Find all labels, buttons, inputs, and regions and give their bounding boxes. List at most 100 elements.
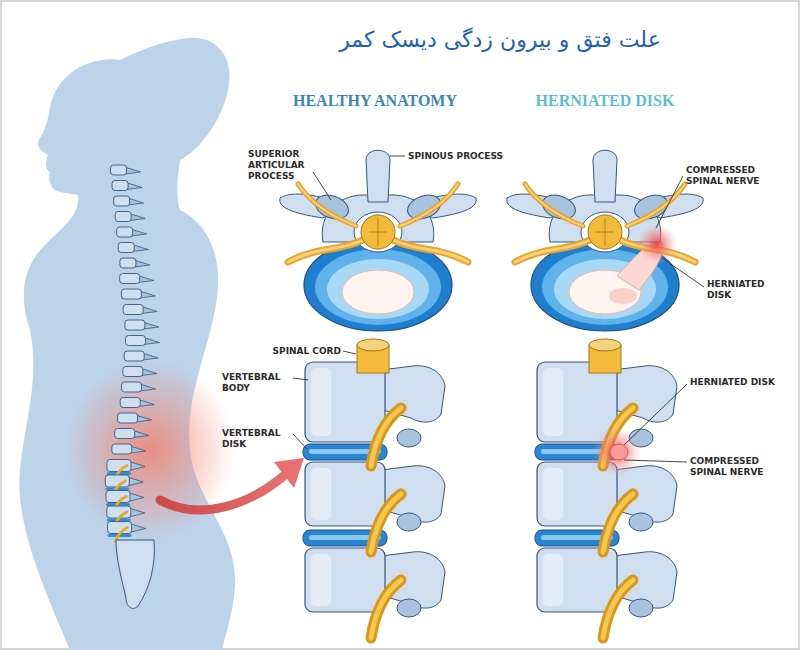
body-highlight (543, 554, 563, 606)
vertebra (115, 429, 135, 439)
nerve (603, 580, 633, 638)
vertebra (117, 227, 133, 237)
vertebral-body (305, 462, 385, 526)
vertebra (118, 243, 134, 253)
nerve-highlight (627, 184, 685, 226)
nerve (525, 184, 583, 226)
vertebra (123, 305, 143, 315)
leader-line (656, 176, 683, 228)
vertebra (124, 351, 144, 361)
nerve-highlight (515, 240, 590, 262)
leader-line (293, 434, 307, 449)
leader-line (662, 258, 704, 287)
spine (105, 165, 159, 608)
spinal-cord (361, 215, 395, 249)
part-label: HERNIATED DISK (707, 279, 779, 301)
part-label: SUPERIOR ARTICULAR PROCESS (248, 149, 312, 182)
nerve-highlight (371, 494, 401, 552)
nucleus-shade (609, 288, 637, 304)
nerve (515, 240, 590, 262)
leader-line (624, 384, 687, 445)
nerve-highlight (393, 240, 468, 262)
vertebra (123, 367, 143, 377)
spinal-cord (588, 215, 622, 249)
nerve (603, 494, 633, 552)
facet (397, 599, 421, 617)
leader-line (624, 460, 687, 462)
leader-lines (293, 156, 704, 462)
vertebra (126, 336, 146, 346)
nerve-highlight (603, 580, 633, 638)
vertebra (115, 212, 131, 222)
nerve (371, 580, 401, 638)
nerve (288, 240, 363, 262)
nerve (371, 408, 401, 466)
nerve-highlight (371, 580, 401, 638)
pointer-arrow (160, 474, 286, 510)
column-heading: HERNIATED DISK (505, 92, 705, 110)
nerve (371, 494, 401, 552)
nerve (627, 184, 685, 226)
nerve-highlight (371, 408, 401, 466)
body-highlight (311, 368, 331, 436)
spinous-process (366, 150, 390, 202)
leader-line (390, 156, 405, 157)
body-highlight (543, 468, 563, 520)
body-highlight (311, 468, 331, 520)
vertebral-body (537, 362, 617, 442)
herniation (610, 444, 628, 460)
part-label: VERTEBRAL DISK (222, 428, 292, 450)
leader-line (343, 351, 356, 354)
vertebra (114, 196, 130, 206)
vertebral-body (537, 548, 617, 612)
herniated-top-view (507, 150, 703, 331)
leader-line (313, 172, 331, 200)
healthy-side-view (303, 339, 445, 638)
vertebra (111, 165, 127, 175)
nerve (393, 240, 468, 262)
body-highlight (543, 368, 563, 436)
vertebra (120, 258, 136, 268)
vertebral-body (305, 362, 385, 442)
woman-silhouette (19, 38, 235, 650)
nerve-highlight (288, 240, 363, 262)
vertebra (118, 413, 138, 423)
inflammation (637, 224, 677, 264)
facet (629, 513, 653, 531)
cord-detail (596, 218, 614, 246)
vertebral-body (305, 548, 385, 612)
spinal-canal (354, 212, 402, 252)
disc-nucleus (342, 270, 414, 314)
facet (397, 429, 421, 447)
nerve (400, 184, 458, 226)
nerve-highlight (298, 184, 356, 226)
cord-top (589, 339, 621, 351)
nerve-highlight (525, 184, 583, 226)
part-label: SPINOUS PROCESS (408, 151, 528, 162)
vertebra (125, 320, 145, 330)
facet (397, 513, 421, 531)
part-label: VERTEBRAL BODY (222, 372, 292, 394)
part-label: COMPRESSED SPINAL NERVE (690, 456, 782, 478)
facet (629, 599, 653, 617)
nerve-highlight (603, 494, 633, 552)
nerve (116, 528, 128, 542)
sacrum (116, 540, 154, 608)
arrow-head (274, 458, 304, 488)
column-heading: HEALTHY ANATOMY (270, 92, 480, 110)
cord-detail (369, 218, 387, 246)
vertebra (112, 181, 128, 191)
part-label: HERNIATED DISK (690, 377, 778, 388)
cord-top (357, 339, 389, 351)
disc-ring (327, 259, 429, 319)
part-label: SPINAL CORD (253, 346, 341, 357)
healthy-top-view (280, 150, 476, 331)
title: علت فتق و بیرون زدگی دیسک کمر (290, 26, 710, 54)
spinal-canal (581, 212, 629, 252)
disc-ring (315, 249, 441, 325)
body-highlight (311, 554, 331, 606)
vertebra (121, 289, 141, 299)
spine-views (280, 150, 703, 638)
nerve-highlight (400, 184, 458, 226)
vertebra (112, 444, 132, 454)
